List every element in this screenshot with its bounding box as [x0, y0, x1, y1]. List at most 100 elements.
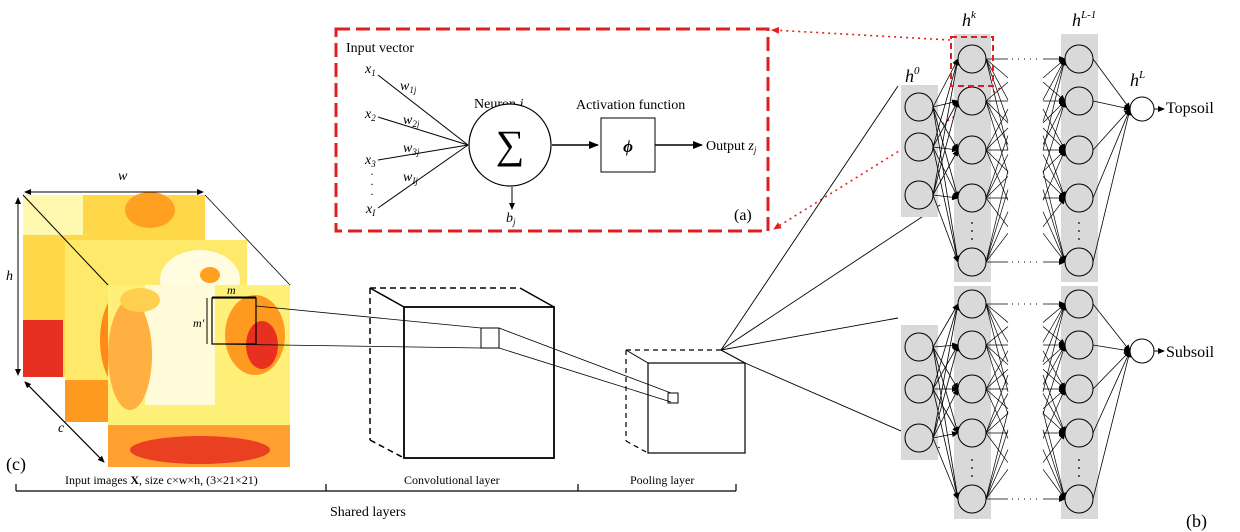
edge: [1092, 100, 1131, 111]
neuron-h0: [904, 92, 934, 122]
input-x3: x3: [364, 153, 376, 169]
edge: [1042, 170, 1067, 263]
neuron-hL1: [1064, 183, 1094, 213]
edge: [932, 194, 959, 263]
edge: [1042, 303, 1067, 392]
neuron-hL1: [1064, 374, 1094, 404]
neuron-hk: [957, 86, 987, 116]
svg-text:xI: xI: [365, 202, 376, 218]
svg-text:·: ·: [370, 167, 374, 181]
edge: [985, 388, 1009, 410]
neuron-hk: [957, 44, 987, 74]
svg-text:x1: x1: [364, 62, 376, 78]
neuron-hL1: [1064, 247, 1094, 277]
ellipsis-dot: [1078, 459, 1080, 461]
edge: [932, 149, 959, 196]
pooling-layer-cube: [625, 349, 746, 454]
dim-h-label: h: [6, 269, 13, 284]
edge: [1042, 469, 1066, 500]
dimension-arrows: w h c: [6, 169, 204, 463]
input-xI: xI: [365, 202, 376, 218]
kernel-projection: [211, 305, 482, 349]
edge: [985, 412, 1009, 434]
edge: [985, 469, 1009, 500]
edge: [932, 106, 960, 199]
edge: [932, 100, 960, 196]
edge: [932, 303, 959, 348]
edge: [1042, 81, 1066, 102]
edge: [1042, 197, 1066, 228]
edge: [932, 194, 959, 201]
shared-layers-label: Shared layers: [330, 505, 406, 520]
ellipsis-dot: [1078, 467, 1080, 469]
edge: [1042, 326, 1066, 346]
edge: [1042, 58, 1067, 151]
weight-w2j: w2j: [403, 113, 420, 129]
edge: [985, 303, 1009, 392]
edge: [985, 232, 1009, 263]
edge: [985, 303, 1009, 343]
neuron-hL1: [1064, 484, 1094, 514]
input-x2: x2: [364, 107, 376, 123]
neuron-circle: [468, 103, 552, 187]
output-subsoil-label: Subsoil: [1166, 344, 1215, 361]
edge: [932, 437, 959, 500]
edge: [985, 449, 1009, 500]
activation-label: Activation function: [576, 98, 685, 113]
panel-b-network: [901, 34, 1165, 519]
edge: [985, 100, 1009, 124]
edge: [985, 368, 1009, 390]
edge: [1092, 350, 1131, 390]
neuron-h0: [904, 374, 934, 404]
network-block-2: [901, 286, 1165, 519]
dim-c-label: c: [58, 421, 65, 436]
edge: [1042, 211, 1066, 263]
edge: [1042, 374, 1066, 434]
layer-hL-label: hL: [1130, 69, 1145, 90]
neuron-hk: [957, 247, 987, 277]
edge: [985, 154, 1009, 199]
phi-icon: ϕ: [623, 137, 633, 156]
edge: [1042, 350, 1066, 390]
edge: [985, 344, 1009, 366]
neuron-hk: [957, 418, 987, 448]
neuron-hk: [957, 330, 987, 360]
conv-feature-patch: [480, 327, 500, 349]
edge: [932, 58, 959, 108]
neuron-hL1: [1064, 44, 1094, 74]
kernel-mprime-label: m': [193, 316, 205, 330]
highlight-box: [950, 36, 994, 87]
neuron-hk: [957, 289, 987, 319]
dim-w-label: w: [118, 169, 128, 184]
ellipsis-dot: [971, 467, 973, 469]
ellipsis-dot: [1078, 238, 1080, 240]
svg-text:·: ·: [370, 177, 374, 191]
svg-text:wIj: wIj: [403, 170, 418, 186]
edge: [985, 326, 1009, 346]
edge: [932, 58, 960, 196]
edge: [985, 170, 1009, 263]
edge: [985, 135, 1009, 199]
ellipsis-dot: [971, 459, 973, 461]
edge: [985, 108, 1009, 151]
caption-pool: Pooling layer: [630, 473, 694, 487]
weight-w1j: w1j: [400, 79, 417, 95]
edge: [1042, 429, 1067, 500]
edge: [985, 411, 1009, 500]
edge: [1092, 108, 1131, 199]
edge: [932, 388, 959, 434]
edge: [985, 197, 1009, 228]
neuron-hL1: [1064, 86, 1094, 116]
conv-layer-cube: [369, 287, 555, 459]
edge: [1042, 108, 1066, 151]
svg-text:x3: x3: [364, 153, 376, 169]
conv-projection: [498, 327, 672, 403]
edge: [1042, 344, 1067, 415]
edge: [932, 388, 960, 500]
ellipsis-dot: [1078, 222, 1080, 224]
weight-wIj: wIj: [403, 170, 418, 186]
edge: [1042, 411, 1067, 500]
edge: [985, 58, 1009, 101]
edge: [985, 350, 1009, 390]
